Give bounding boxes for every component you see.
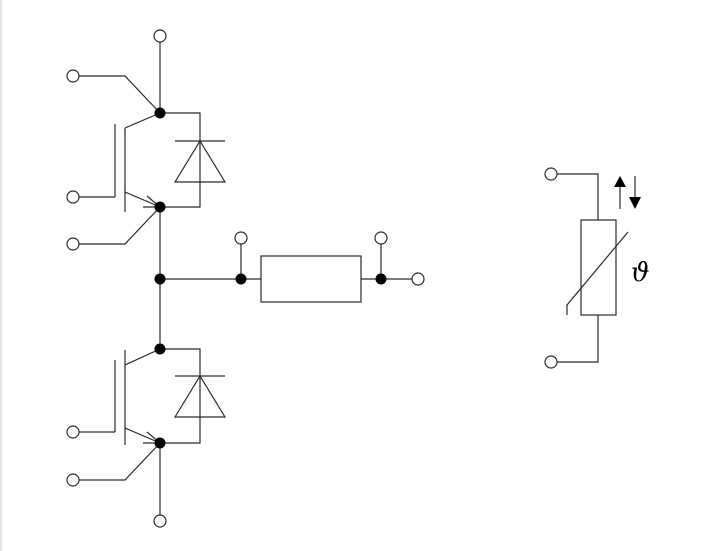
lower-freewheel-diode (160, 348, 227, 444)
terminal (374, 231, 388, 245)
midpoint-bus (159, 207, 412, 349)
junction-node (375, 273, 387, 285)
thermistor-symbol: ϑ (631, 258, 650, 288)
upper-igbt (79, 42, 162, 245)
upper-freewheel-diode (160, 112, 227, 208)
terminal (544, 167, 558, 181)
down-arrow-icon (629, 197, 641, 209)
junction-node (235, 273, 247, 285)
lower-igbt (79, 348, 162, 515)
junction-node (154, 201, 166, 213)
junction-nodes (154, 107, 387, 449)
terminal (411, 272, 425, 286)
terminal (153, 514, 167, 528)
terminal (153, 29, 167, 43)
up-arrow-icon (614, 176, 626, 187)
terminals (66, 29, 558, 528)
terminal (66, 69, 80, 83)
shunt-resistor (260, 255, 362, 303)
terminal (66, 237, 80, 251)
terminal (66, 425, 80, 439)
junction-node (154, 273, 166, 285)
terminal (544, 355, 558, 369)
junction-node (154, 343, 166, 355)
temperature-arrows-icon (619, 176, 636, 209)
terminal (66, 190, 80, 204)
terminal (66, 473, 80, 487)
page-border (0, 0, 2, 551)
ntc-thermistor (557, 173, 629, 363)
junction-node (154, 107, 166, 119)
junction-node (154, 437, 166, 449)
terminal (234, 231, 248, 245)
